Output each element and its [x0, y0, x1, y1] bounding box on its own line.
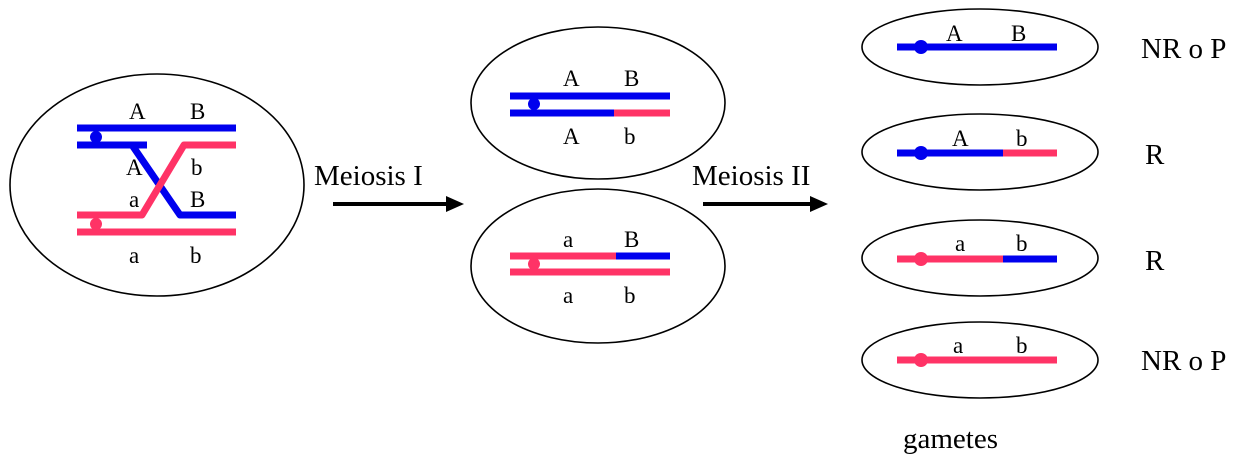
gamete-1: A B — [861, 8, 1099, 86]
meiosis1-cell-bottom: a B a b — [470, 188, 726, 344]
allele-label: a — [563, 283, 573, 308]
allele-label: B — [190, 99, 205, 124]
gamete-4: a b — [861, 321, 1099, 399]
meiosis2-label: Meiosis II — [692, 160, 810, 192]
allele-label: a — [955, 231, 965, 256]
allele-label: b — [1016, 333, 1028, 358]
allele-label: b — [1016, 231, 1028, 256]
allele-label: B — [624, 227, 639, 252]
gamete-membrane — [861, 219, 1099, 297]
allele-label: A — [952, 126, 969, 151]
parent-cell-membrane — [9, 73, 305, 297]
centromere — [914, 40, 928, 54]
gamete-membrane — [861, 113, 1099, 191]
gamete-type-label: R — [1145, 245, 1165, 277]
parent-cell: A B A b a B a b — [9, 73, 305, 297]
gamete-membrane — [861, 8, 1099, 86]
allele-label: a — [563, 227, 573, 252]
allele-label: a — [953, 333, 963, 358]
allele-label: B — [624, 66, 639, 91]
meiosis1-label: Meiosis I — [314, 160, 423, 192]
gamete-type-label: NR o P — [1141, 345, 1226, 377]
allele-label: b — [191, 155, 203, 180]
cell-membrane — [470, 188, 726, 344]
gamete-membrane — [861, 321, 1099, 399]
allele-label: a — [129, 243, 139, 268]
allele-label: B — [190, 187, 205, 212]
meiosis1-cell-top: A B A b — [470, 26, 726, 180]
cell-membrane — [470, 26, 726, 180]
meiosis1-arrow — [333, 196, 464, 212]
allele-label: A — [563, 66, 580, 91]
allele-label: b — [624, 283, 636, 308]
allele-label: A — [126, 155, 143, 180]
chromatid-paternal-1-cross — [77, 141, 236, 219]
allele-label: B — [1011, 21, 1026, 46]
chromatid-maternal-2-cross — [129, 143, 236, 219]
allele-label: A — [946, 21, 963, 46]
centromere-paternal — [90, 218, 102, 230]
allele-label: b — [1016, 126, 1028, 151]
centromere-maternal — [90, 131, 102, 143]
gametes-caption: gametes — [903, 423, 998, 455]
gamete-type-label: R — [1145, 139, 1165, 171]
centromere — [914, 146, 928, 160]
allele-label: A — [563, 124, 580, 149]
gamete-2: A b — [861, 113, 1099, 191]
gamete-type-label: NR o P — [1141, 33, 1226, 65]
allele-label: b — [190, 243, 202, 268]
allele-label: b — [624, 124, 636, 149]
gamete-3: a b — [861, 219, 1099, 297]
allele-label: a — [129, 187, 139, 212]
meiosis2-arrow — [703, 196, 828, 212]
centromere — [528, 98, 540, 110]
centromere — [914, 252, 928, 266]
centromere — [914, 353, 928, 367]
allele-label: A — [129, 99, 146, 124]
centromere — [528, 258, 540, 270]
